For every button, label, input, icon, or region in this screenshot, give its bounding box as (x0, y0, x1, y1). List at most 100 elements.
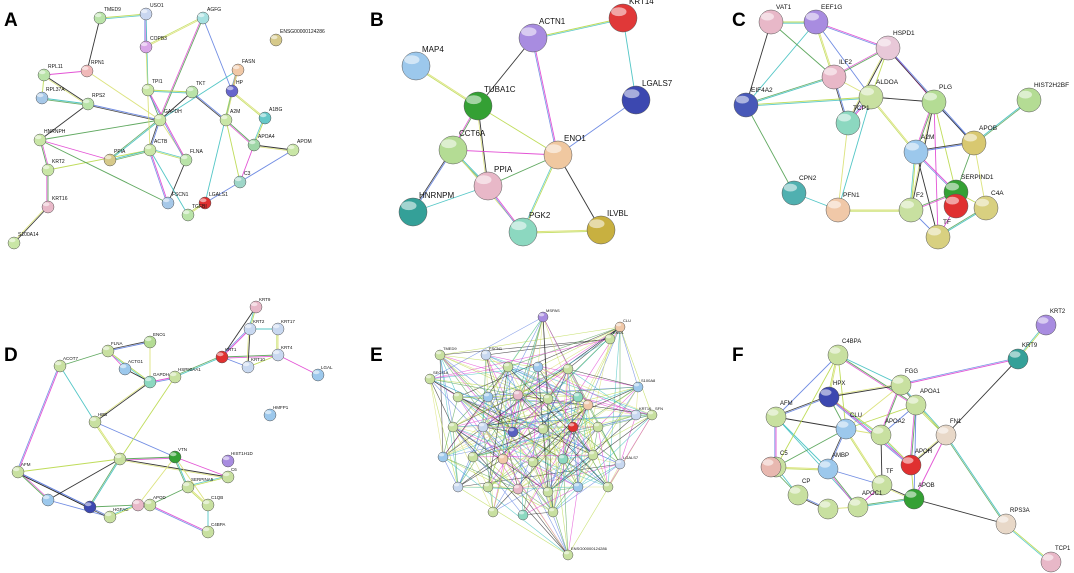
node-uso1[interactable]: USO1 (139, 3, 164, 21)
node-krt4[interactable]: KRT4 (271, 345, 293, 362)
node-cpn2[interactable]: CPN2 (781, 175, 817, 206)
node-n13[interactable] (467, 451, 479, 463)
node-eif4a2[interactable]: EIF4A2 (733, 87, 773, 118)
node-n27[interactable] (582, 399, 594, 411)
node-ppia[interactable]: PPIA (473, 165, 513, 201)
node-n19[interactable] (482, 481, 494, 493)
node-map4[interactable]: MAP4 (401, 45, 444, 81)
node-n17[interactable] (587, 449, 599, 461)
node-plg[interactable]: PLG (921, 84, 952, 115)
node-n2[interactable] (482, 391, 494, 403)
node-actg1[interactable]: ACTG1 (118, 359, 144, 376)
node-f2[interactable]: F2 (898, 192, 924, 223)
node-n9[interactable] (537, 423, 549, 435)
node-hnrnph[interactable]: HNRNPH (33, 129, 66, 147)
node-tpi1[interactable]: TPI1 (141, 79, 163, 97)
node-tf[interactable]: TF (871, 469, 894, 496)
node-hspd1[interactable]: HSPD1 (875, 30, 915, 61)
node-krt16[interactable]: KRT16 (41, 196, 68, 214)
node-n24[interactable] (487, 506, 499, 518)
node-hist1h1d[interactable]: HIST1H1D (221, 451, 254, 468)
node-eno1[interactable]: ENO1 (543, 134, 586, 170)
node-vtn[interactable]: VTN (168, 447, 187, 464)
node-red[interactable] (943, 193, 969, 219)
node-a2m[interactable]: A2M (903, 134, 934, 165)
node-fscn1[interactable]: FSCN1 (480, 346, 503, 361)
node-n3[interactable] (512, 389, 524, 401)
node-n6[interactable] (447, 421, 459, 433)
node-n15[interactable] (527, 456, 539, 468)
node-krt17[interactable]: KRT17 (271, 319, 295, 336)
node-c6[interactable]: C6 (221, 467, 237, 484)
node-n30[interactable] (562, 363, 574, 375)
node-n23[interactable] (602, 481, 614, 493)
node-tcp1[interactable]: TCP1 (1040, 546, 1071, 573)
node-krt2[interactable]: KRT2 (1035, 309, 1066, 336)
node-krt9[interactable]: KRT9 (249, 297, 271, 314)
node-apob[interactable]: APOB (961, 125, 997, 156)
node-tkt[interactable]: TKT (185, 81, 205, 99)
node-hmfp1[interactable]: HMFP1 (263, 405, 289, 422)
node-hpx[interactable]: HPX (818, 381, 845, 408)
node-flna[interactable]: FLNA (101, 341, 123, 358)
node-lgals7[interactable]: LGALS7 (621, 79, 673, 115)
node-afm[interactable]: AFM (11, 462, 31, 479)
node-apoa2[interactable]: APOA2 (870, 419, 906, 446)
node-n8[interactable] (507, 426, 519, 438)
node-hsp90aa1[interactable]: HSP90AA1 (168, 367, 201, 384)
node-krt10[interactable]: KRT10 (241, 357, 265, 374)
node-a2m[interactable]: A2M (219, 109, 240, 127)
node-c1qb[interactable]: C1QB (201, 495, 223, 512)
node-tgfbi[interactable]: TGFBI (181, 204, 207, 222)
node-apob[interactable]: APOB (903, 483, 935, 510)
node-clu[interactable]: CLU (614, 318, 631, 333)
node-n12[interactable] (437, 451, 449, 463)
node-ensg[interactable]: ENSG00000124286 (269, 29, 325, 47)
node-n1[interactable] (452, 391, 464, 403)
node-fscn1[interactable]: FSCN1 (161, 192, 189, 210)
node-lgals7[interactable]: LGALS7 (614, 455, 639, 470)
node-n28[interactable] (502, 361, 514, 373)
node-rps3a[interactable]: RPS3A (995, 508, 1030, 535)
node-n21[interactable] (542, 486, 554, 498)
node-eef1g[interactable]: EEF1G (803, 4, 842, 35)
node-actn1[interactable]: ACTN1 (518, 17, 566, 53)
node-n3[interactable] (41, 493, 55, 507)
node-orm1[interactable] (760, 456, 782, 478)
node-lgal[interactable]: LGAL (311, 365, 333, 382)
node-krt9[interactable]: KRT9 (1007, 343, 1038, 370)
node-rpn1[interactable]: RPN1 (80, 60, 105, 78)
node-krt1[interactable]: KRT1 (215, 347, 237, 364)
node-ambp[interactable]: AMBP (817, 453, 849, 480)
node-n5[interactable] (572, 391, 584, 403)
node-cct6a[interactable]: CCT6A (438, 129, 486, 165)
node-tcp1[interactable]: TCP1 (835, 105, 870, 136)
node-lgals1[interactable]: LGALS1 (198, 192, 228, 210)
node-blue[interactable] (83, 500, 97, 514)
node-n7[interactable] (477, 421, 489, 433)
node-apoa4[interactable]: APOA4 (247, 134, 275, 152)
node-rps2[interactable]: RPS2 (81, 93, 105, 111)
node-rpl11[interactable]: RPL11 (37, 64, 63, 82)
node-hp[interactable]: HP (225, 80, 244, 98)
node-ensg[interactable]: ENSG00000124286 (562, 546, 608, 561)
node-c4bpa[interactable]: C4BPA (827, 339, 861, 366)
node-n16[interactable] (557, 453, 569, 465)
node-serpina5[interactable]: SERPINA5 (181, 477, 214, 494)
node-hist2h2bf[interactable]: HIST2H2BF (1016, 82, 1069, 113)
node-krt14[interactable]: KRT14 (608, 0, 654, 33)
node-afm[interactable]: AFM (765, 401, 793, 428)
node-fasn[interactable]: FASN (231, 59, 255, 77)
node-flna[interactable]: FLNA (179, 149, 203, 167)
node-krt16[interactable]: KRT16 (630, 406, 652, 421)
node-n1[interactable] (817, 498, 839, 520)
node-mspas[interactable]: MSPAS (537, 308, 560, 323)
node-krt2[interactable]: KRT2 (243, 319, 265, 336)
node-n4[interactable] (542, 393, 554, 405)
node-vat1[interactable]: VAT1 (758, 4, 792, 35)
node-n22[interactable] (572, 481, 584, 493)
node-n10[interactable] (567, 421, 579, 433)
node-acot7[interactable]: ACOT7 (53, 356, 79, 373)
node-n2[interactable] (131, 498, 145, 512)
node-ilvbl[interactable]: ILVBL (586, 209, 629, 245)
